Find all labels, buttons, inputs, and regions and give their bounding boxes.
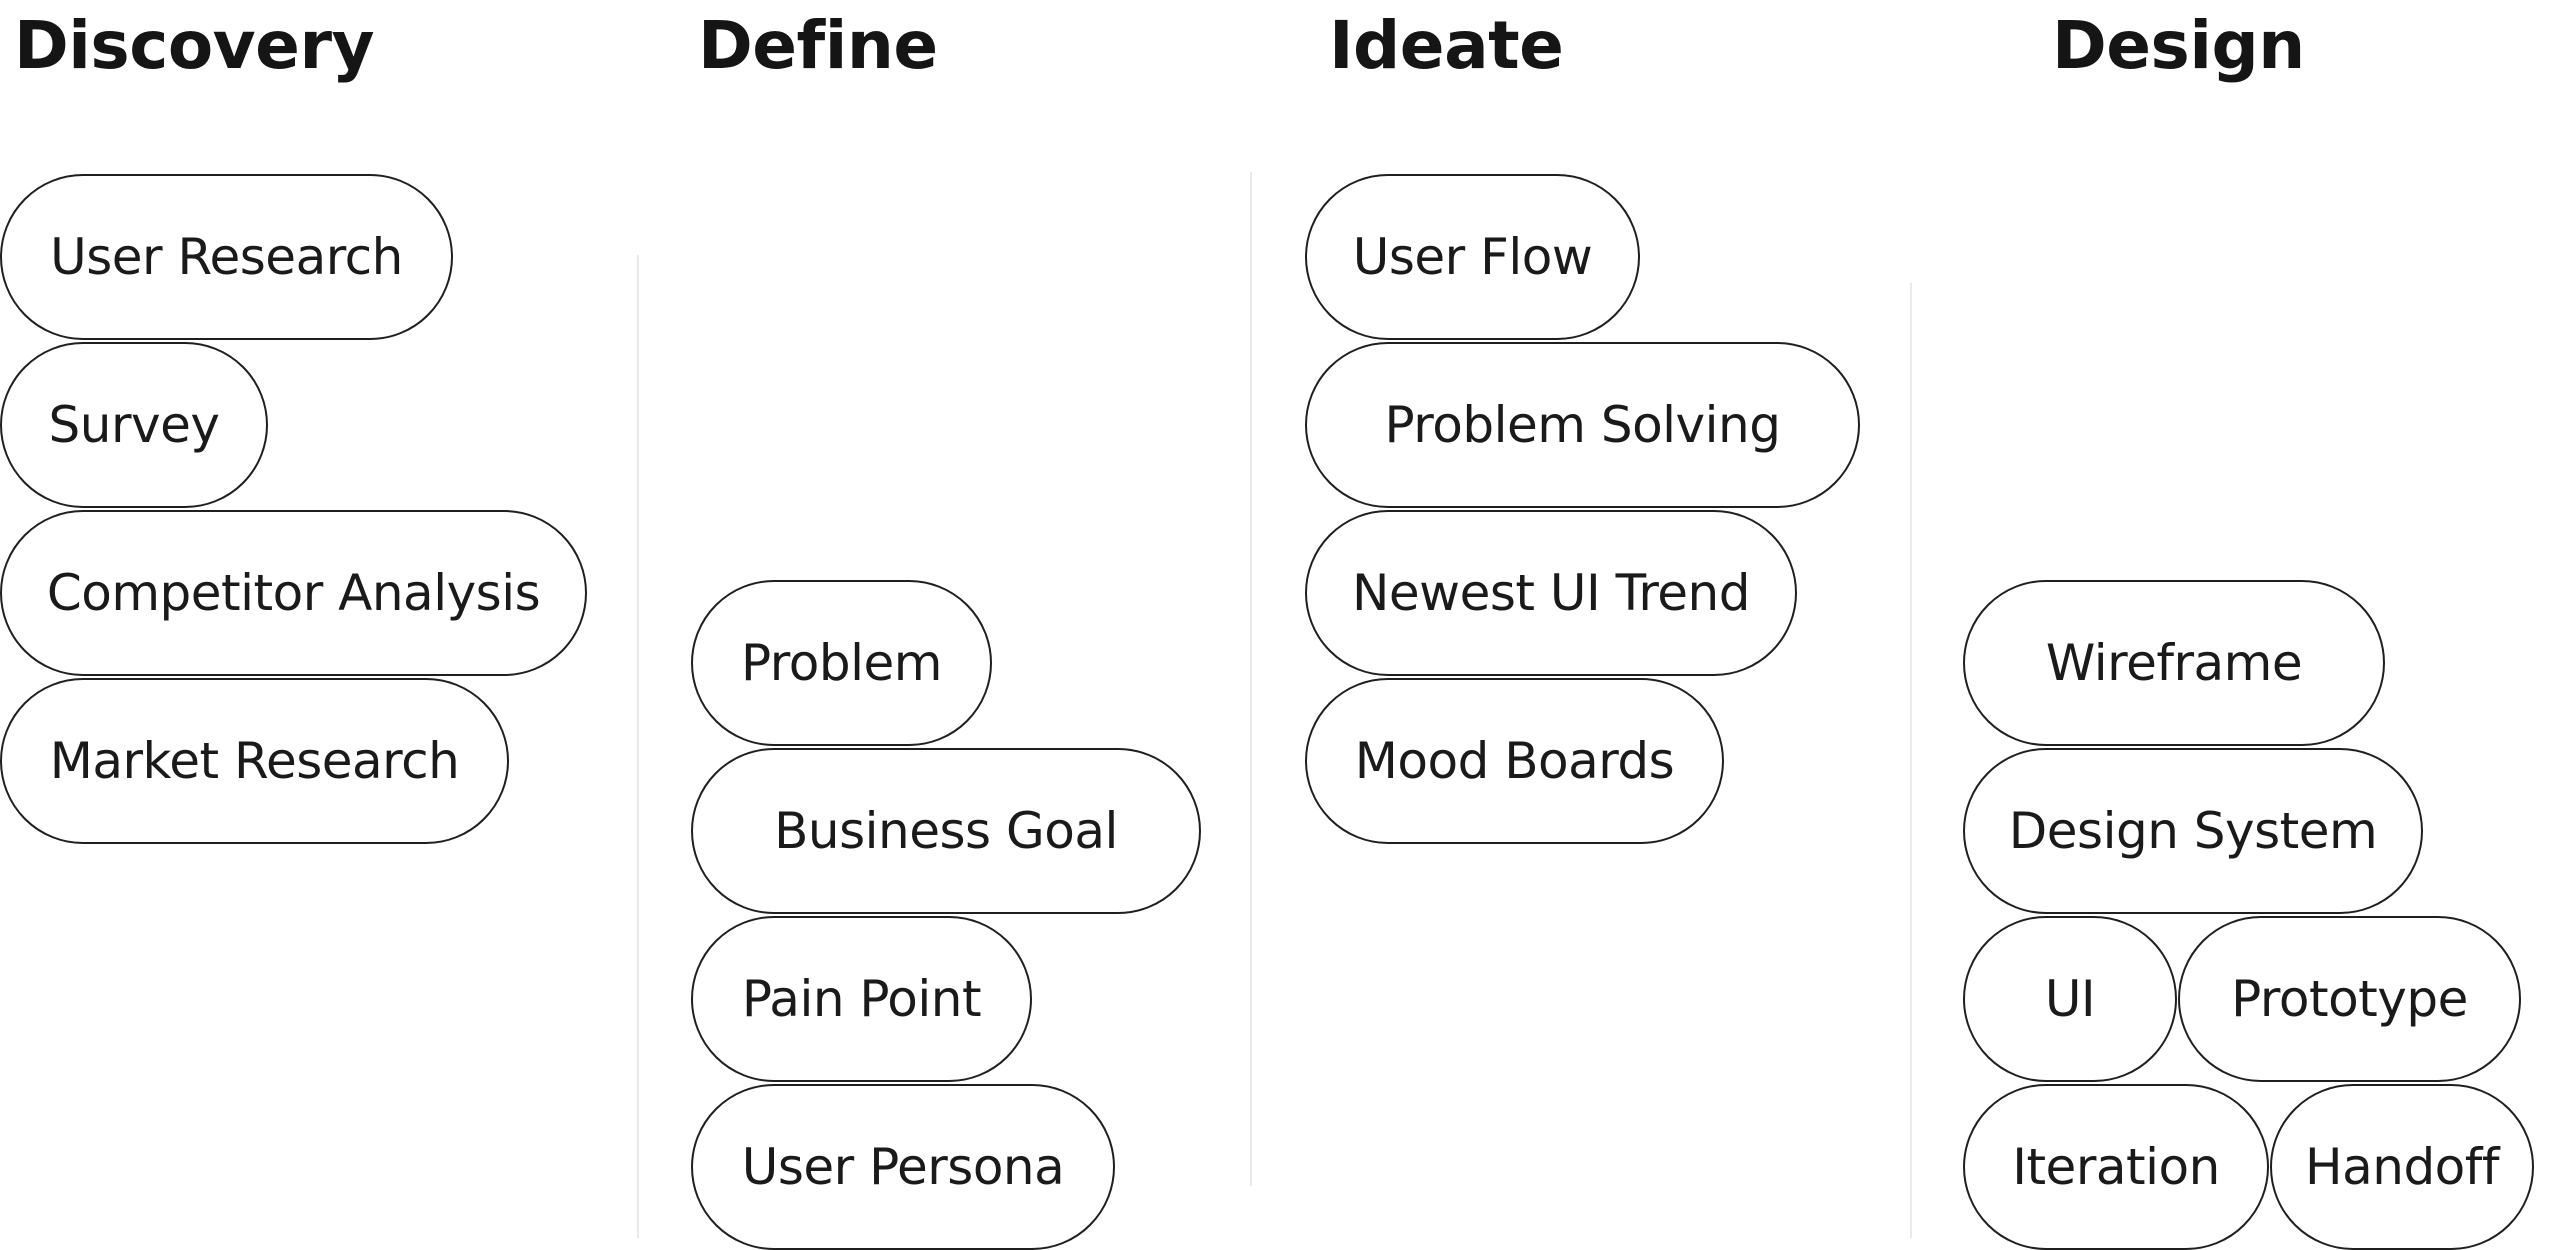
- pill-business-goal: Business Goal: [691, 748, 1201, 914]
- column-heading-discovery: Discovery: [14, 7, 375, 84]
- pill-market-research: Market Research: [0, 678, 509, 844]
- pill-pain-point: Pain Point: [691, 916, 1032, 1082]
- pill-competitor-analysis: Competitor Analysis: [0, 510, 587, 676]
- pill-prototype: Prototype: [2178, 916, 2521, 1082]
- column-divider-3: [1910, 283, 1912, 1238]
- pill-user-research: User Research: [0, 174, 453, 340]
- pill-design-system: Design System: [1963, 748, 2423, 914]
- pill-problem-solving: Problem Solving: [1305, 342, 1860, 508]
- column-divider-2: [1250, 172, 1252, 1186]
- pill-problem: Problem: [691, 580, 992, 746]
- column-heading-design: Design: [2052, 7, 2305, 84]
- pill-user-flow: User Flow: [1305, 174, 1640, 340]
- pill-newest-ui-trend: Newest UI Trend: [1305, 510, 1797, 676]
- pill-user-persona: User Persona: [691, 1084, 1115, 1250]
- column-heading-define: Define: [698, 7, 938, 84]
- pill-iteration: Iteration: [1963, 1084, 2269, 1250]
- column-heading-ideate: Ideate: [1329, 7, 1564, 84]
- column-divider-1: [637, 255, 639, 1238]
- pill-survey: Survey: [0, 342, 268, 508]
- pill-ui: UI: [1963, 916, 2177, 1082]
- pill-handoff: Handoff: [2270, 1084, 2534, 1250]
- pill-wireframe: Wireframe: [1963, 580, 2385, 746]
- pill-mood-boards: Mood Boards: [1305, 678, 1724, 844]
